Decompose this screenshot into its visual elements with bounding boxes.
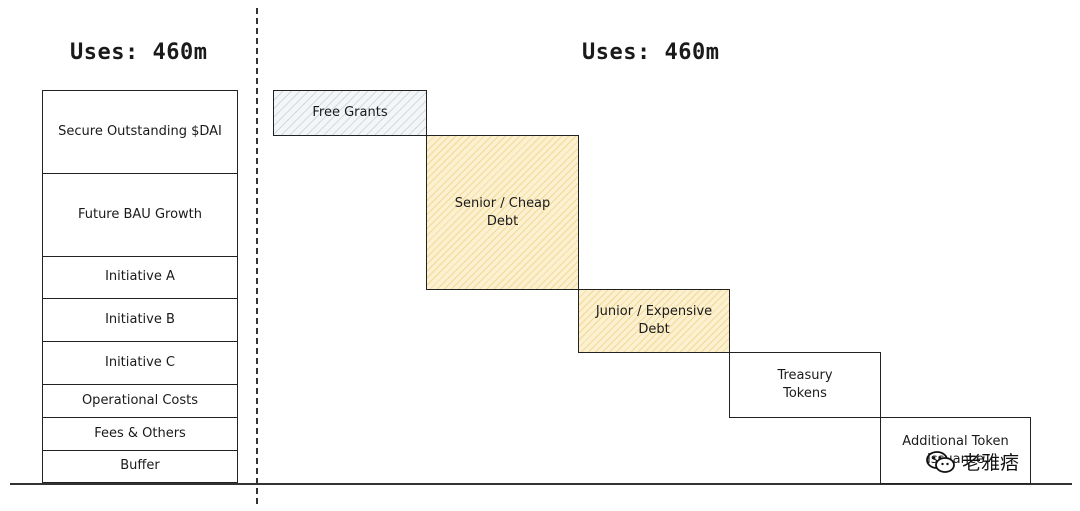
source-label: Senior / Cheap Debt — [454, 195, 551, 229]
source-box-free-grants: Free Grants — [273, 90, 427, 136]
uses-label: Fees & Others — [94, 425, 186, 441]
uses-label: Secure Outstanding $DAI — [58, 123, 222, 139]
source-box-token-issuance: Additional Token Issuance — [880, 417, 1031, 484]
uses-label: Future BAU Growth — [77, 206, 203, 222]
uses-box-initiative-a: Initiative A — [42, 256, 238, 299]
dashed-divider — [256, 8, 258, 504]
uses-box-initiative-c: Initiative C — [42, 341, 238, 385]
baseline — [10, 483, 1072, 485]
uses-title-left: Uses: 460m — [70, 40, 208, 65]
uses-box-initiative-b: Initiative B — [42, 298, 238, 342]
uses-label: Buffer — [120, 458, 160, 474]
source-label: Junior / Expensive Debt — [595, 304, 713, 337]
uses-box-buffer: Buffer — [42, 450, 238, 483]
source-box-treasury-tokens: Treasury Tokens — [729, 352, 881, 418]
uses-label: Operational Costs — [81, 392, 199, 408]
uses-title-right: Uses: 460m — [582, 40, 720, 65]
uses-label: Initiative C — [105, 354, 175, 370]
uses-box-operational-costs: Operational Costs — [42, 384, 238, 418]
source-label: Free Grants — [312, 105, 388, 121]
source-label: Treasury Tokens — [777, 368, 833, 401]
uses-label: Initiative A — [105, 269, 175, 285]
watermark-text: 老雅痞 — [962, 452, 1020, 474]
uses-box-future-growth: Future BAU Growth — [42, 173, 238, 257]
uses-label: Initiative B — [105, 311, 175, 327]
uses-box-fees-others: Fees & Others — [42, 417, 238, 451]
source-box-senior-debt: Senior / Cheap Debt — [426, 135, 579, 290]
uses-box-secure-dai: Secure Outstanding $DAI — [42, 90, 238, 174]
source-box-junior-debt: Junior / Expensive Debt — [578, 289, 730, 353]
watermark: 老雅痞 — [926, 448, 1019, 475]
wechat-icon — [926, 450, 955, 473]
